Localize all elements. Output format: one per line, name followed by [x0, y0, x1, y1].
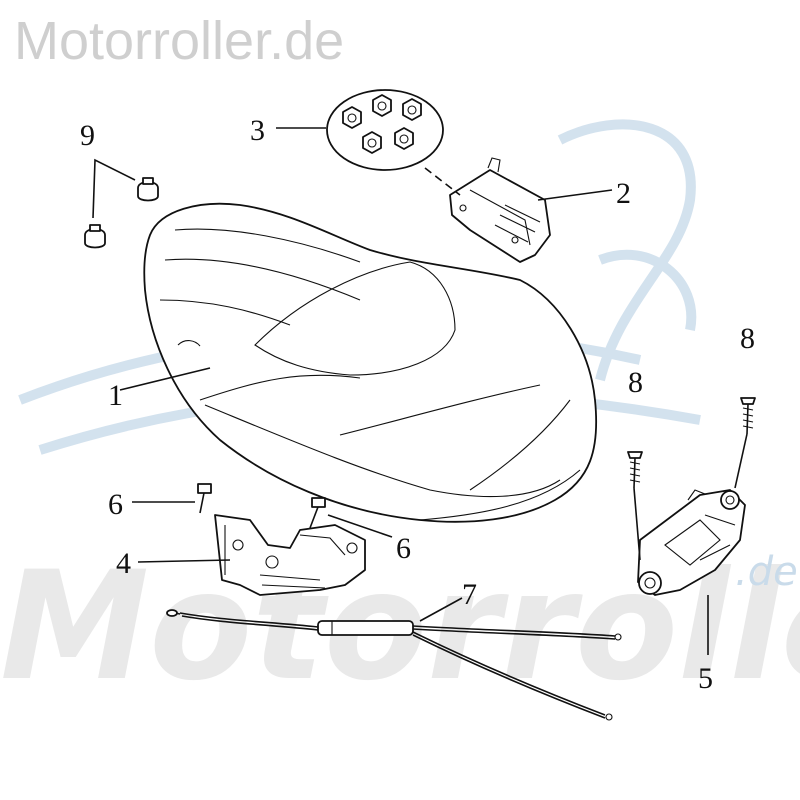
rubber-buffer-part: [84, 158, 159, 249]
nut-icon: [342, 94, 422, 154]
callout-9: 9: [80, 119, 95, 152]
bracket-part: [449, 157, 551, 263]
callout-3: 3: [250, 114, 265, 147]
leader-lines: [119, 127, 709, 655]
callout-8-right: 8: [740, 322, 755, 355]
lock-part: [633, 433, 748, 596]
callout-6-left: 6: [108, 488, 123, 521]
bolt-part: [627, 397, 756, 489]
callout-8-left: 8: [628, 366, 643, 399]
watermark-top: Motorroller.de: [14, 11, 345, 71]
nut-set-part: [326, 89, 461, 196]
callout-4: 4: [116, 547, 131, 580]
callout-6-right: 6: [396, 532, 411, 565]
cable-part: [166, 609, 622, 721]
callout-5: 5: [698, 662, 713, 695]
watermark-small: .de: [735, 549, 798, 595]
callout-7: 7: [462, 578, 477, 611]
callout-2: 2: [616, 177, 631, 210]
screw-part: [197, 483, 326, 529]
seat-part: [143, 202, 598, 523]
hinge-part: [214, 514, 366, 596]
callout-1: 1: [108, 379, 123, 412]
